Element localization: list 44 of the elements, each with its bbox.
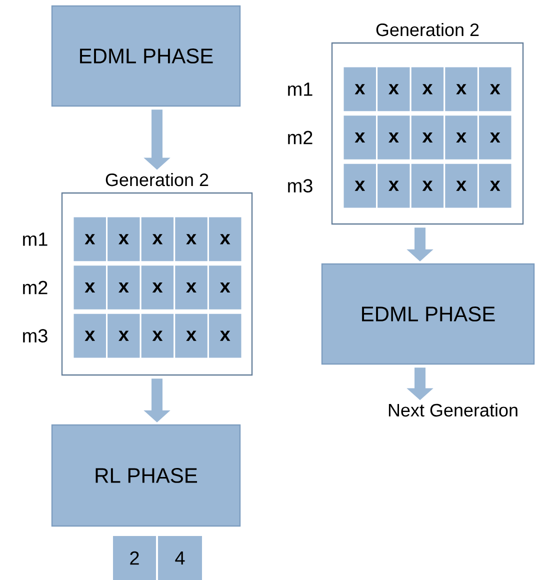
row-label: m3: [288, 179, 312, 193]
number-cell: 2: [113, 536, 156, 580]
row-label: m2: [23, 280, 48, 294]
grid-cell: x: [174, 312, 209, 360]
grid-cell: x: [207, 264, 243, 311]
number-cell: 4: [158, 536, 202, 580]
grid-cell: x: [376, 66, 412, 113]
grid-cell: x: [477, 66, 513, 113]
grid-cell: x: [140, 216, 176, 263]
grid-cell: x: [106, 264, 142, 311]
node-label: Generation 2: [106, 172, 208, 186]
phase-box: EDML PHASE: [51, 5, 241, 107]
grid-cell: x: [477, 114, 513, 161]
row-label: m1: [288, 82, 312, 96]
generation-label: Next Generation: [388, 403, 518, 417]
grid-cell: x: [72, 312, 108, 360]
grid-cell: x: [207, 312, 243, 360]
row-label: m2: [288, 130, 312, 144]
grid-cell: x: [106, 312, 142, 360]
grid-cell: x: [444, 66, 479, 113]
node-label: Generation 2: [376, 22, 479, 36]
grid-cell: x: [444, 162, 479, 210]
row-label: m1: [23, 232, 48, 246]
phase-box: RL PHASE: [51, 424, 241, 527]
grid-cell: x: [376, 114, 412, 161]
grid-cell: x: [72, 216, 108, 263]
grid-cell: x: [410, 114, 446, 161]
grid-cell: x: [106, 216, 142, 263]
grid-cell: x: [72, 264, 108, 311]
grid-cell: x: [342, 66, 378, 113]
phase-box: EDML PHASE: [321, 263, 535, 365]
grid-cell: x: [477, 162, 513, 210]
grid-cell: x: [174, 264, 209, 311]
grid-cell: x: [342, 114, 378, 161]
grid-cell: x: [342, 162, 378, 210]
grid-cell: x: [140, 312, 176, 360]
grid-cell: x: [410, 66, 446, 113]
row-label: m3: [23, 329, 48, 343]
grid-cell: x: [174, 216, 209, 263]
grid-cell: x: [207, 216, 243, 263]
grid-cell: x: [376, 162, 412, 210]
grid-cell: x: [444, 114, 479, 161]
grid-cell: x: [140, 264, 176, 311]
grid-cell: x: [410, 162, 446, 210]
